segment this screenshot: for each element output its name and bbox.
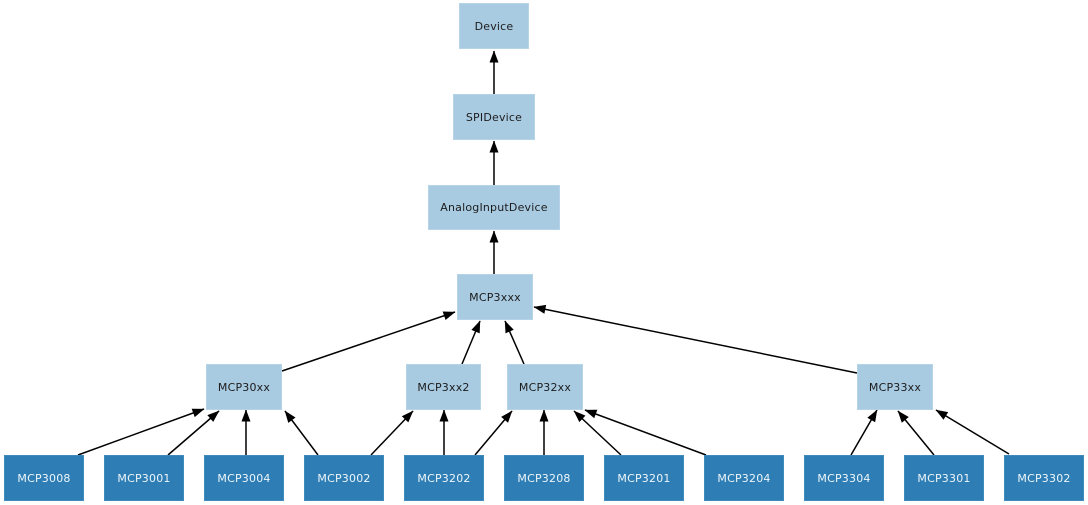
node-mcp3304: MCP3304 xyxy=(804,455,884,501)
node-mcp3201: MCP3201 xyxy=(604,455,684,501)
edge-mcp3002-to-mcp3xx2 xyxy=(370,410,414,456)
node-mcp3008: MCP3008 xyxy=(4,455,84,501)
node-spidevice: SPIDevice xyxy=(453,94,535,140)
edge-mcp3008-to-mcp30xx xyxy=(77,408,205,456)
node-mcp3302: MCP3302 xyxy=(1004,455,1084,501)
node-mcp3202: MCP3202 xyxy=(404,455,484,501)
node-mcp3001: MCP3001 xyxy=(104,455,184,501)
node-device: Device xyxy=(459,3,529,49)
edge-mcp3001-to-mcp30xx xyxy=(167,410,220,456)
edge-mcp30xx-to-mcp3xxx xyxy=(281,311,456,372)
edge-mcp3204-to-mcp32xx xyxy=(584,409,707,456)
edge-mcp3201-to-mcp32xx xyxy=(573,410,622,456)
node-mcp3301: MCP3301 xyxy=(904,455,984,501)
node-mcp3xx2: MCP3xx2 xyxy=(406,364,481,410)
edge-mcp3302-to-mcp33xx xyxy=(935,409,1010,455)
edge-mcp32xx-to-mcp3xxx xyxy=(504,320,525,365)
node-mcp3004: MCP3004 xyxy=(204,455,284,501)
node-analoginputdevice: AnalogInputDevice xyxy=(428,185,560,230)
edge-mcp33xx-to-mcp3xxx xyxy=(533,304,858,374)
node-mcp32xx: MCP32xx xyxy=(507,364,583,410)
node-mcp30xx: MCP30xx xyxy=(206,364,282,410)
node-mcp3204: MCP3204 xyxy=(704,455,784,501)
edge-mcp3002-to-mcp30xx xyxy=(284,410,319,456)
node-mcp3208: MCP3208 xyxy=(504,455,584,501)
node-mcp33xx: MCP33xx xyxy=(857,364,933,410)
edge-mcp3xx2-to-mcp3xxx xyxy=(461,320,481,365)
edge-mcp3202-to-mcp32xx xyxy=(474,410,513,456)
edge-mcp3301-to-mcp33xx xyxy=(897,410,935,456)
node-mcp3002: MCP3002 xyxy=(304,455,384,501)
node-mcp3xxx: MCP3xxx xyxy=(457,274,533,320)
edge-mcp3304-to-mcp33xx xyxy=(850,409,878,456)
